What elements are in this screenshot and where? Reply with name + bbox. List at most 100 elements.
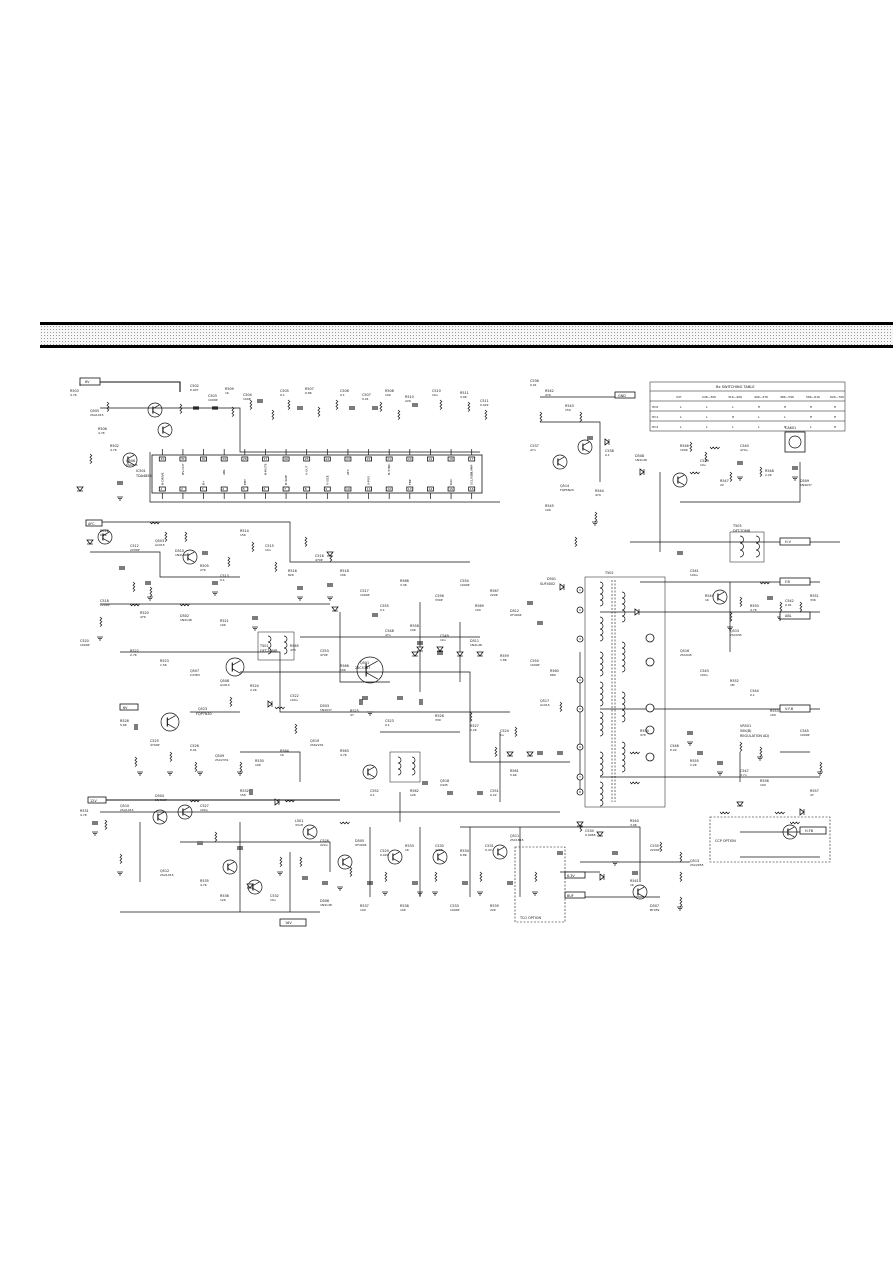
ic-pin-box-top [262, 456, 269, 462]
part-value: 10K [410, 628, 417, 632]
part-value: 2SA1015 [90, 413, 104, 417]
transformer-winding [283, 635, 288, 655]
part-value: 10u [265, 548, 271, 552]
part-ref: C546 [670, 744, 679, 748]
resistor [799, 601, 803, 612]
part-ref: R552 [730, 679, 739, 683]
part-value: 0.022 [380, 853, 389, 857]
resistor [317, 406, 321, 417]
transformer-winding [599, 781, 604, 807]
hdt-part-label: DET-TOMB [260, 649, 278, 653]
transistor-collector [637, 886, 645, 891]
part-value: 100K [680, 448, 689, 452]
ic-pin-box-top [323, 456, 331, 462]
part-ref: Q515 [730, 629, 739, 633]
fbt-pin [576, 635, 584, 643]
part-ref: C505 [280, 389, 289, 393]
transistor-collector [367, 766, 375, 771]
transistor-body [387, 849, 403, 865]
transistor-collector [307, 826, 315, 831]
ic-pin-box-bottom [344, 486, 352, 492]
part-ref: R525 [350, 709, 359, 713]
part-ref: R534 [460, 849, 469, 853]
part-value: 2SK2232 [310, 743, 324, 747]
part-ref: Q507 [190, 669, 199, 673]
part-value: 0.1 [280, 393, 285, 397]
resistor [279, 856, 283, 867]
resistor [759, 466, 763, 477]
connector-6v3: 6.3V [567, 874, 575, 878]
transistor-collector [152, 404, 160, 409]
resistor [227, 556, 231, 567]
switching-table-cell: L [680, 425, 682, 429]
ic-pin-box-bottom [282, 486, 290, 492]
ic-pin-box-bottom [427, 486, 434, 492]
part-value: 0.0068 [585, 833, 596, 837]
part-value: 100P [243, 397, 251, 401]
transistor-collector [182, 806, 190, 811]
ic-pin-box-bottom [303, 486, 311, 492]
ic-pin-number-top: 19 [428, 457, 432, 461]
ic-pin-number-bottom: 4 [222, 487, 224, 491]
part-value: 0.022 [480, 403, 489, 407]
transistor-collector [167, 715, 176, 721]
part-value: 220u [320, 843, 328, 847]
ic-pin-name-bottom: FBP [408, 479, 412, 485]
part-value: 1N4148 [470, 643, 482, 647]
resistor [629, 781, 640, 785]
part-ref: C522 [290, 694, 299, 698]
part-ref: R567 [490, 589, 499, 593]
part-ref: R562 [410, 789, 419, 793]
resistor [469, 711, 473, 722]
part-value: FQP5N20 [560, 488, 574, 492]
part-value: A1015 [540, 703, 550, 707]
part-ref: R508 [385, 389, 394, 393]
small-transformer [389, 751, 421, 783]
part-value: 1N4148 [175, 553, 187, 557]
coil-label: T503 [732, 524, 742, 528]
part-ref: R548 [765, 469, 774, 473]
part-value: 47 [350, 713, 354, 717]
resistor [184, 531, 188, 542]
resistor [729, 611, 733, 622]
ic-pin-number-top: 23 [346, 457, 350, 461]
resistor [659, 841, 663, 852]
part-ref: D512 [510, 609, 519, 613]
diode-body [416, 646, 424, 652]
diode-body [639, 468, 645, 476]
part-value: 2.2K [765, 473, 773, 477]
part-ref: R512 [100, 529, 109, 533]
transistor-body [432, 849, 448, 865]
switching-table-cell: H [834, 405, 836, 409]
switching-table-cell: H [784, 405, 786, 409]
part-value: 2SC1815 [510, 838, 524, 842]
transistor-body [337, 854, 353, 870]
transformer-winding [599, 581, 604, 607]
resistor [679, 851, 683, 862]
connector-hfb: H-FB [805, 829, 814, 833]
part-ref: C528 [320, 839, 329, 843]
part-value: 1N4937 [155, 798, 167, 802]
transistor-body [672, 472, 688, 488]
transistor-body [247, 879, 263, 895]
transistor-collector [162, 424, 170, 429]
diode-body [86, 539, 94, 545]
switching-table-cell: HC2 [652, 425, 658, 429]
ground-symbols [92, 476, 823, 911]
transformer-winding [599, 711, 604, 737]
part-value: C945 [440, 783, 448, 787]
ccp-option-box [709, 816, 831, 863]
ic-pin-box-top [241, 456, 249, 462]
part-value: 1N4148 [320, 903, 332, 907]
ic-pin-number-bottom: 10 [346, 487, 350, 491]
ic-pin-box-bottom [468, 486, 476, 492]
transistor-body [160, 712, 180, 732]
fbt-pin-number: 7 [579, 775, 581, 779]
transistor-collector [582, 441, 590, 446]
transformer-winding [599, 751, 604, 777]
resistor [134, 756, 138, 767]
transistor-emitter [365, 672, 378, 680]
part-ref: C535 [650, 844, 659, 848]
transistor-emitter [367, 773, 375, 778]
part-value: 0.1 [605, 453, 610, 457]
